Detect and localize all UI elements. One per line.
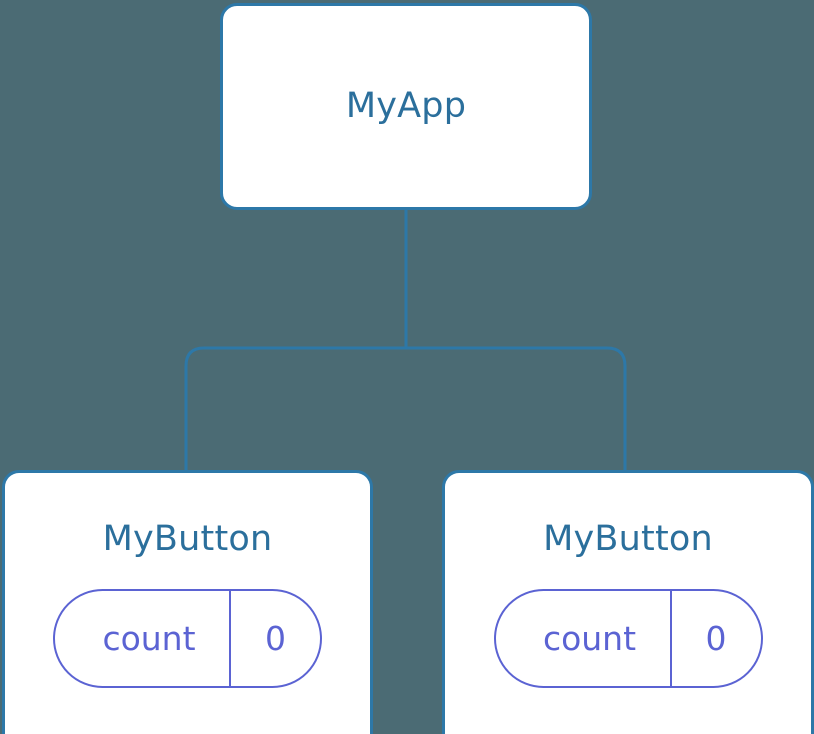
state-value: 0 (669, 591, 761, 686)
component-node-label: MyButton (102, 519, 273, 559)
connector-branch (184, 346, 627, 470)
state-pill[interactable]: count 0 (53, 589, 322, 688)
component-node-label: MyButton (543, 519, 713, 559)
component-node-label: MyApp (345, 86, 467, 126)
state-key: count (102, 619, 196, 658)
component-node-mybutton-1[interactable]: MyButton count 0 (2, 470, 373, 734)
state-value: 0 (229, 591, 320, 686)
state-key: count (542, 619, 637, 658)
component-node-myapp[interactable]: MyApp (220, 3, 592, 210)
component-node-mybutton-2[interactable]: MyButton count 0 (442, 470, 814, 734)
state-pill[interactable]: count 0 (493, 589, 763, 688)
